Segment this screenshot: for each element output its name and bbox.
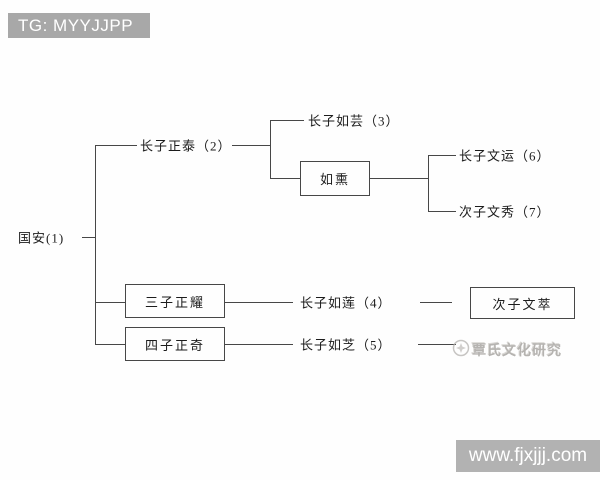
watermark-text: 覃氏文化研究 xyxy=(472,344,562,359)
watermark: 覃氏文化研究 xyxy=(452,337,592,363)
node-grandson-ruyun: 长子如芸（3） xyxy=(308,113,400,129)
seal-logo-icon xyxy=(452,339,470,362)
connector-line xyxy=(428,155,429,211)
connector-line xyxy=(95,302,125,303)
connector-line xyxy=(82,237,95,238)
connector-line xyxy=(428,155,456,156)
connector-line xyxy=(225,344,293,345)
top-left-banner-text: TG: MYYJJPP xyxy=(18,15,134,35)
connector-line xyxy=(270,120,271,179)
node-root: 国安(1) xyxy=(18,230,65,246)
node-son4: 四子正奇 xyxy=(125,327,225,361)
bottom-right-banner: www.fjxjjj.com xyxy=(456,440,600,472)
node-grandson-ruxun: 如熏 xyxy=(300,161,370,196)
node-ggrandson-wenyun: 长子文运（6） xyxy=(459,148,551,164)
top-left-banner: TG: MYYJJPP xyxy=(8,13,150,38)
connector-line xyxy=(420,302,452,303)
node-ggrandson-wenxiu: 次子文秀（7） xyxy=(459,204,551,220)
connector-line xyxy=(225,302,293,303)
connector-line xyxy=(95,145,137,146)
node-son1: 长子正泰（2） xyxy=(140,138,232,154)
connector-line xyxy=(428,211,456,212)
connector-line xyxy=(418,344,456,345)
connector-line xyxy=(95,145,96,344)
node-son3: 三子正耀 xyxy=(125,284,225,318)
connector-line xyxy=(95,344,125,345)
node-grandson-rulian: 长子如莲（4） xyxy=(300,295,392,311)
connector-line xyxy=(270,120,304,121)
connector-line xyxy=(270,178,300,179)
connector-line xyxy=(232,145,270,146)
node-grandson-ruzhi: 长子如芝（5） xyxy=(300,337,392,353)
node-ggrandson-wencui: 次子文萃 xyxy=(470,287,575,319)
bottom-right-banner-text: www.fjxjjj.com xyxy=(468,445,588,466)
connector-line xyxy=(370,178,428,179)
